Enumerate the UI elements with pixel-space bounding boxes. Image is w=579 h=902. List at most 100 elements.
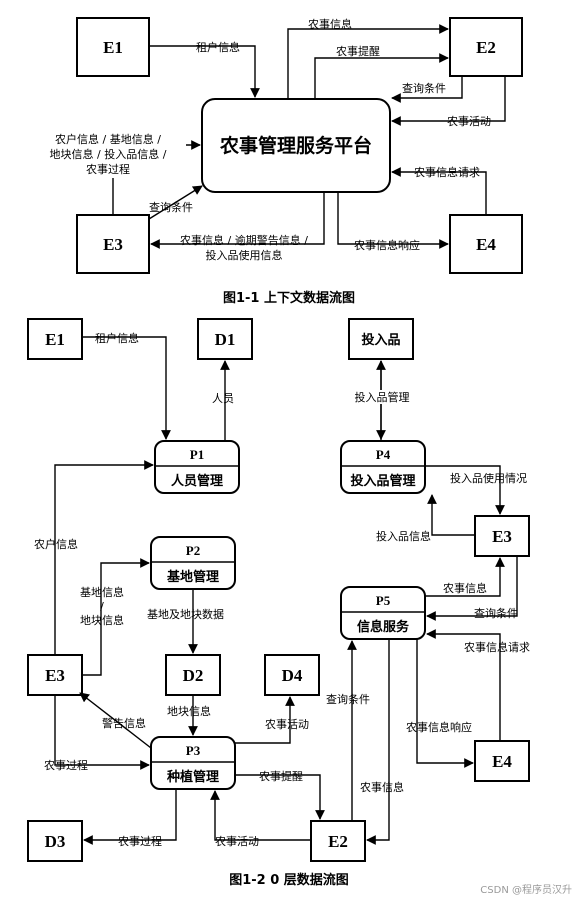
flow-l0-label-input-mgmt: 投入品管理 (355, 390, 410, 404)
process-p3-id: P3 (186, 743, 201, 758)
platform-process: 农事管理服务平台 (201, 98, 391, 193)
flow-query-from-e2 (391, 76, 463, 103)
flow-l0-label-process-out: 农事过程 (118, 834, 162, 848)
flow-l0-label-farmer-info: 农户信息 (34, 537, 78, 551)
flow-l0-activity-e2 (210, 790, 311, 841)
flow-reminder-to-e2 (314, 53, 449, 99)
entity-e1-label: E1 (103, 38, 123, 57)
flow-l0-input-usage (425, 465, 505, 515)
entity-e3: E3 (76, 214, 150, 274)
flow-l0-farm-info-e3 (425, 557, 505, 597)
flow-label-e3-in-1: 农户信息 / 基地信息 / (55, 132, 161, 146)
flow-l0-activity-d4 (235, 696, 295, 744)
entity-e1: E1 (76, 17, 150, 77)
flow-l0-label-query-e2: 查询条件 (326, 692, 370, 706)
store-d4: D4 (264, 654, 320, 696)
store-d4-label: D4 (282, 666, 303, 685)
process-p3: P3 种植管理 (150, 736, 236, 790)
flow-l0-label-base-plot: 基地及地块数据 (147, 607, 224, 621)
entity-e2-l0: E2 (310, 820, 366, 862)
flow-label-query-e3: 查询条件 (149, 200, 193, 214)
flow-l0-label-warning: 警告信息 (102, 716, 146, 730)
flow-l0-label-farm-info-e2: 农事信息 (360, 780, 404, 794)
entity-e4: E4 (449, 214, 523, 274)
flow-l0-query-e3 (426, 556, 518, 621)
flow-label-info-response: 农事信息响应 (354, 238, 420, 252)
flow-l0-farm-process-in (54, 695, 150, 770)
store-input: 投入品 (348, 318, 414, 360)
flow-l0-label-farm-info-e3: 农事信息 (443, 581, 487, 595)
store-d3-label: D3 (45, 832, 66, 851)
figure-2-caption: 图1-2 0 层数据流图 (229, 872, 349, 888)
input-mgmt-label-bg (345, 390, 417, 404)
flow-l0-label-activity-e2: 农事活动 (215, 834, 259, 848)
flow-l0-label-activity-d4: 农事活动 (265, 717, 309, 731)
store-input-label: 投入品 (361, 332, 400, 348)
process-p1-name: 人员管理 (171, 473, 223, 489)
process-p1-id: P1 (190, 447, 204, 462)
flow-l0-tenant (82, 336, 171, 440)
store-d2-label: D2 (183, 666, 204, 685)
flow-l0-label-reminder: 农事提醒 (259, 769, 303, 783)
flow-query-from-e3 (148, 185, 203, 220)
flow-farm-info-to-e2 (287, 24, 449, 99)
flow-l0-label-query-e3: 查询条件 (474, 606, 518, 620)
flow-l0-reminder (235, 774, 325, 820)
flow-label-info-request: 农事信息请求 (414, 165, 480, 179)
flow-activity-from-e2 (391, 76, 506, 126)
flow-label-query-e2: 查询条件 (402, 81, 446, 95)
flow-label-farm-activity: 农事活动 (447, 114, 491, 128)
entity-e1-l0: E1 (27, 318, 83, 360)
process-p2-name: 基地管理 (166, 569, 219, 585)
flow-label-e3-out-1: 农事信息 / 逾期警告信息 / (180, 233, 308, 247)
flow-label-farm-info: 农事信息 (308, 17, 352, 31)
flow-label-e3-in-3: 农事过程 (86, 162, 130, 176)
store-d1-label: D1 (215, 330, 236, 349)
flow-l0-label-base-3: 地块信息 (80, 613, 124, 627)
flow-l0-warning (79, 692, 152, 749)
flow-l0-label-input-usage: 投入品使用情况 (450, 471, 527, 485)
e3-label-bg (28, 132, 186, 178)
entity-e3-label: E3 (103, 235, 123, 254)
process-p4: P4 投入品管理 (340, 440, 426, 494)
store-d2: D2 (165, 654, 221, 696)
context-diagram: E1 E2 E3 E4 农事管理服务平台 租户信息 农事信息 农事提醒 查询条件… (28, 17, 523, 306)
process-p5-name: 信息服务 (357, 619, 410, 635)
flow-l0-info-response (416, 639, 474, 768)
process-p4-id: P4 (376, 447, 391, 462)
flow-l0-farm-info-e2 (366, 639, 390, 845)
flow-l0-label-personnel: 人员 (212, 392, 234, 405)
entity-e4-label: E4 (476, 235, 496, 254)
platform-title: 农事管理服务平台 (219, 134, 372, 157)
entity-e3-left-label: E3 (45, 666, 65, 685)
flow-l0-label-base-1: 基地信息 (80, 585, 124, 599)
flow-l0-farmer-info (54, 460, 154, 655)
level0-diagram: E1 D1 投入品 E3 E3 D2 D4 E4 (27, 318, 530, 888)
entity-e4-l0-label: E4 (492, 752, 512, 771)
flow-l0-label-plot-info: 地块信息 (167, 704, 211, 718)
flow-l0-label-input-info: 投入品信息 (376, 529, 431, 543)
entity-e1-l0-label: E1 (45, 330, 65, 349)
store-d1: D1 (197, 318, 253, 360)
process-p5-id: P5 (376, 593, 391, 608)
flow-l0-label-process-in: 农事过程 (44, 758, 88, 772)
flow-l0-info-request (426, 629, 501, 741)
process-p2-id: P2 (186, 543, 200, 558)
process-p1: P1 人员管理 (154, 440, 240, 494)
flow-label-tenant-info: 租户信息 (196, 40, 240, 54)
flow-info-response (337, 192, 449, 249)
entity-e3-right: E3 (474, 515, 530, 557)
flow-label-e3-out-2: 投入品使用信息 (206, 248, 283, 262)
flow-to-e3-outputs (150, 192, 325, 249)
entity-e2: E2 (449, 17, 523, 77)
entity-e2-l0-label: E2 (328, 832, 348, 851)
flow-label-e3-in-2: 地块信息 / 投入品信息 / (50, 147, 167, 161)
flow-e1-tenant (149, 45, 260, 98)
entity-e2-label: E2 (476, 38, 496, 57)
entity-e4-l0: E4 (474, 740, 530, 782)
flow-l0-label-info-response: 农事信息响应 (406, 720, 472, 734)
flow-label-farm-reminder: 农事提醒 (336, 44, 380, 58)
process-p2: P2 基地管理 (150, 536, 236, 590)
flow-l0-label-base-2: / (100, 600, 104, 613)
